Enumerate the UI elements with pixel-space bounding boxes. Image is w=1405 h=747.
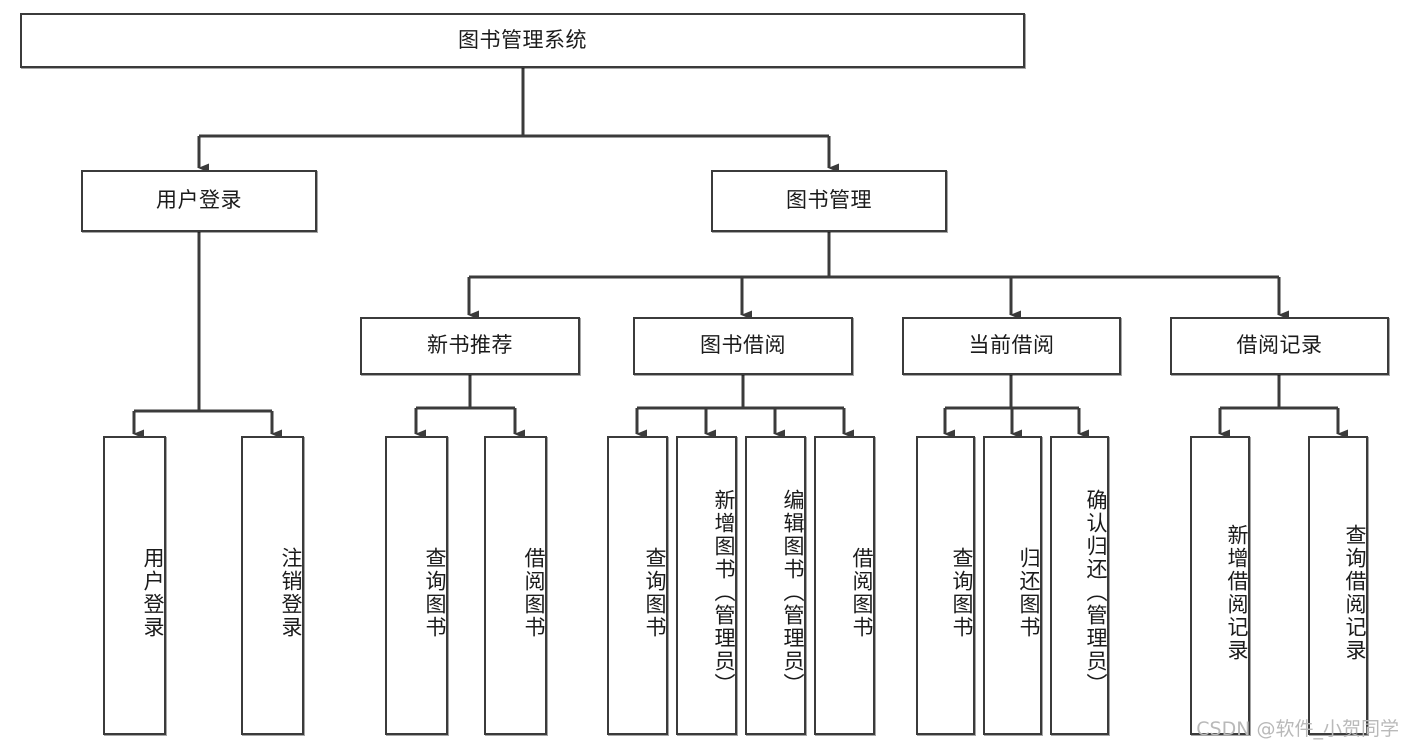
node-leaf-add-book[interactable]: 新增图书（管理员） [676,436,737,735]
node-current-borrow[interactable]: 当前借阅 [902,317,1121,375]
node-book-borrow-label: 图书借阅 [700,333,786,358]
node-leaf-confirm-return[interactable]: 确认归还（管理员） [1050,436,1109,735]
node-leaf-borrow-book-2-label: 借阅图书 [850,546,874,639]
node-user-login-label: 用户登录 [156,188,242,213]
node-book-manage-label: 图书管理 [786,188,872,213]
node-new-book-recommend[interactable]: 新书推荐 [360,317,580,375]
node-leaf-edit-book[interactable]: 编辑图书（管理员） [745,436,806,735]
node-leaf-query-record-label: 查询借阅记录 [1343,523,1367,662]
node-leaf-query-book-2-label: 查询图书 [643,546,667,639]
node-leaf-add-record[interactable]: 新增借阅记录 [1190,436,1250,735]
node-root[interactable]: 图书管理系统 [20,13,1025,68]
node-borrow-record[interactable]: 借阅记录 [1170,317,1389,375]
node-book-manage[interactable]: 图书管理 [711,170,947,232]
node-leaf-query-book-1-label: 查询图书 [423,546,447,639]
node-leaf-user-login-label: 用户登录 [141,546,165,639]
node-leaf-query-book-2[interactable]: 查询图书 [607,436,668,735]
node-leaf-user-logout-label: 注销登录 [279,546,303,639]
node-leaf-query-book-3[interactable]: 查询图书 [916,436,975,735]
node-current-borrow-label: 当前借阅 [968,333,1055,358]
node-leaf-confirm-return-label: 确认归还（管理员） [1084,489,1108,696]
node-leaf-query-record[interactable]: 查询借阅记录 [1308,436,1368,735]
node-leaf-borrow-book-1[interactable]: 借阅图书 [484,436,547,735]
node-leaf-query-book-1[interactable]: 查询图书 [385,436,448,735]
node-leaf-user-login[interactable]: 用户登录 [103,436,166,735]
node-borrow-record-label: 借阅记录 [1236,333,1323,358]
node-root-label: 图书管理系统 [458,27,587,52]
node-leaf-borrow-book-1-label: 借阅图书 [522,546,546,639]
node-new-book-recommend-label: 新书推荐 [427,333,513,358]
node-leaf-add-record-label: 新增借阅记录 [1225,523,1249,662]
node-user-login[interactable]: 用户登录 [81,170,317,232]
node-leaf-edit-book-label: 编辑图书（管理员） [781,489,805,696]
node-leaf-add-book-label: 新增图书（管理员） [712,489,736,696]
node-leaf-user-logout[interactable]: 注销登录 [241,436,304,735]
node-leaf-borrow-book-2[interactable]: 借阅图书 [814,436,875,735]
node-leaf-return-book[interactable]: 归还图书 [983,436,1042,735]
node-leaf-return-book-label: 归还图书 [1017,546,1041,639]
node-book-borrow[interactable]: 图书借阅 [633,317,853,375]
node-leaf-query-book-3-label: 查询图书 [950,546,974,639]
